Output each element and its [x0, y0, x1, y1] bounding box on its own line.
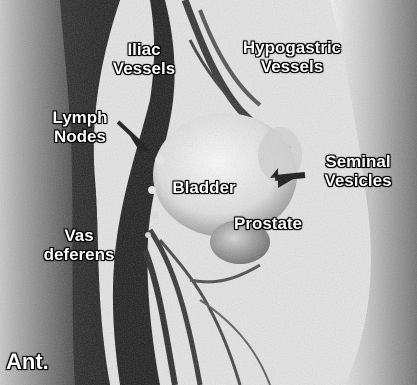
label-seminal-vesicles: Seminal Vesicles [308, 152, 408, 190]
label-iliac-vessels: Iliac Vessels [104, 40, 184, 78]
label-orientation: Ant. [6, 350, 66, 374]
label-hypogastric-vessels: Hypogastric Vessels [226, 38, 358, 76]
label-vas-deferens: Vas deferens [34, 226, 124, 264]
label-prostate: Prostate [222, 214, 314, 233]
label-bladder: Bladder [164, 178, 244, 197]
label-lymph-nodes: Lymph Nodes [40, 108, 120, 146]
